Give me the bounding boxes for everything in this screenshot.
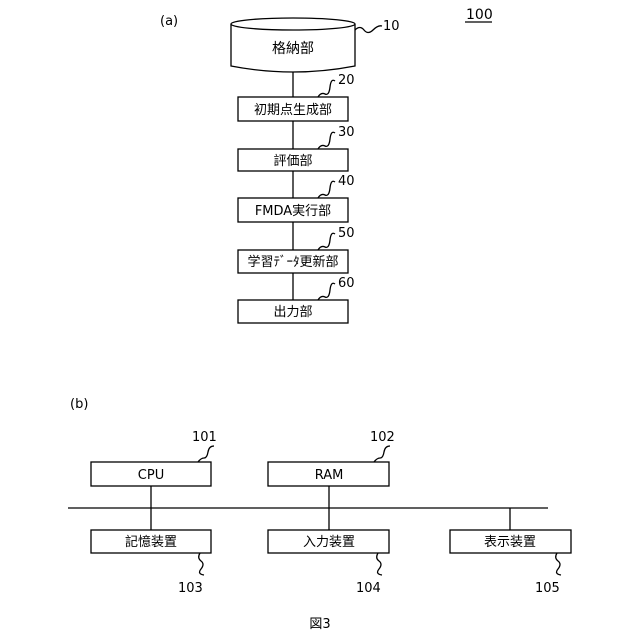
- leader-10: [355, 26, 382, 33]
- leader-101: [198, 446, 214, 462]
- storage-ref: 10: [383, 19, 400, 34]
- leader-103: [199, 553, 204, 575]
- figure-caption: 図3: [309, 617, 330, 632]
- block-60-ref: 60: [338, 276, 355, 291]
- leader-105: [556, 553, 561, 575]
- part-b-label: (b): [70, 397, 88, 412]
- leader-102: [374, 446, 390, 462]
- block-102-label: RAM: [315, 468, 344, 483]
- leader-104: [377, 553, 382, 575]
- block-40-ref: 40: [338, 174, 355, 189]
- system-ref: 100: [466, 7, 493, 23]
- leader-60: [318, 283, 335, 300]
- leader-20: [318, 80, 335, 97]
- block-104-label: 入力装置: [303, 535, 355, 550]
- block-20-ref: 20: [338, 73, 355, 88]
- block-102-ref: 102: [370, 430, 395, 445]
- block-103-label: 記憶装置: [125, 534, 177, 550]
- block-103-ref: 103: [178, 581, 203, 596]
- leader-50: [318, 233, 335, 250]
- block-101-ref: 101: [192, 430, 217, 445]
- block-105-label: 表示装置: [484, 535, 536, 550]
- part-a-label: (a): [160, 14, 178, 29]
- block-60-label: 出力部: [273, 305, 312, 320]
- storage-cylinder-top: [231, 18, 355, 30]
- block-50-label: 学習ﾃﾞｰﾀ更新部: [247, 254, 338, 270]
- block-50-ref: 50: [338, 226, 355, 241]
- block-105-ref: 105: [535, 581, 560, 596]
- block-20-label: 初期点生成部: [254, 103, 332, 118]
- block-30-ref: 30: [338, 125, 355, 140]
- storage-label: 格納部: [272, 41, 314, 57]
- block-40-label: FMDA実行部: [255, 203, 331, 219]
- leader-40: [318, 181, 335, 198]
- block-101-label: CPU: [138, 468, 164, 483]
- leader-30: [318, 132, 335, 149]
- block-104-ref: 104: [356, 581, 381, 596]
- block-30-label: 評価部: [273, 154, 312, 169]
